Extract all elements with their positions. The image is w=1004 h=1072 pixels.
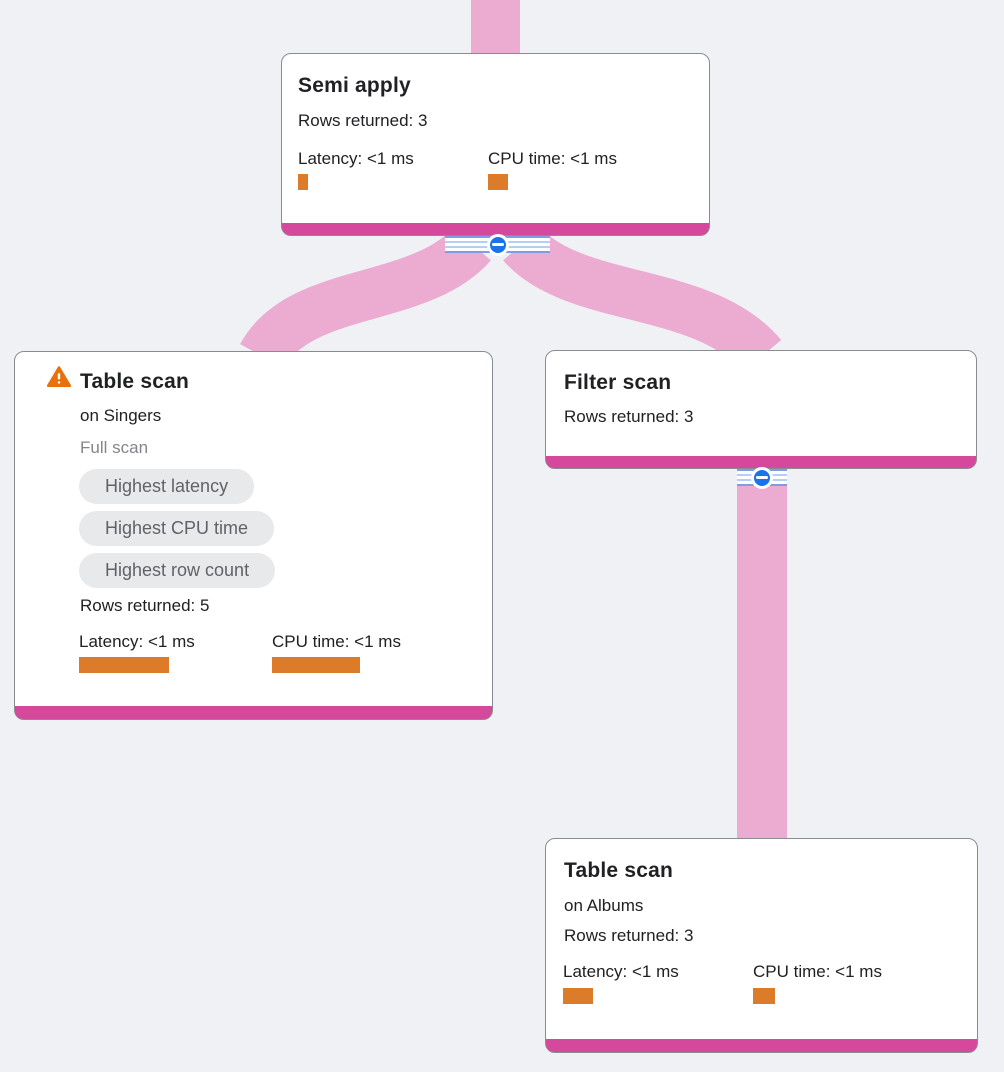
accent-bar <box>282 223 709 235</box>
badge-highest-row-count: Highest row count <box>79 553 276 588</box>
rows-returned: Rows returned: 3 <box>298 111 428 130</box>
cpu-time-label: CPU time: <1 ms <box>272 632 401 651</box>
latency-bar <box>563 988 593 1004</box>
latency-bar <box>298 174 308 190</box>
cpu-time-bar <box>753 988 775 1004</box>
badge-highest-latency: Highest latency <box>79 469 255 504</box>
collapse-circle <box>751 466 773 489</box>
plan-node-semi-apply[interactable]: Semi apply Rows returned: 3 Latency: <1 … <box>281 53 710 236</box>
node-title: Table scan <box>80 370 189 393</box>
node-subtitle: on Singers <box>80 406 162 425</box>
cpu-time-bar <box>488 174 508 190</box>
warning-icon <box>47 366 71 387</box>
plan-node-table-scan-singers[interactable]: Table scan on Singers Full scan Highest … <box>14 351 493 720</box>
node-title: Table scan <box>564 859 673 882</box>
accent-bar <box>15 706 492 719</box>
accent-bar <box>546 456 976 468</box>
latency-label: Latency: <1 ms <box>563 962 679 981</box>
node-subtitle: on Albums <box>564 896 644 915</box>
rows-returned: Rows returned: 5 <box>80 596 210 615</box>
plan-node-table-scan-albums[interactable]: Table scan on Albums Rows returned: 3 La… <box>545 838 978 1053</box>
collapse-button-filter-scan[interactable] <box>737 466 787 489</box>
node-title: Filter scan <box>564 371 672 394</box>
accent-bar <box>546 1039 977 1052</box>
minus-icon <box>756 476 768 479</box>
latency-label: Latency: <1 ms <box>79 632 195 651</box>
edge-semi-apply-to-filter-scan <box>503 226 782 374</box>
cpu-time-label: CPU time: <1 ms <box>753 962 882 981</box>
node-title: Semi apply <box>298 74 411 97</box>
collapse-circle <box>486 233 509 256</box>
cpu-time-label: CPU time: <1 ms <box>488 149 617 168</box>
badge-highest-cpu-time: Highest CPU time <box>79 511 275 546</box>
rows-returned: Rows returned: 3 <box>564 926 694 945</box>
edge-semi-apply-to-table-scan-singers <box>240 226 491 370</box>
plan-node-filter-scan[interactable]: Filter scan Rows returned: 3 <box>545 350 977 469</box>
latency-label: Latency: <1 ms <box>298 149 414 168</box>
minus-icon <box>491 243 504 246</box>
cpu-time-bar <box>272 657 360 673</box>
rows-returned: Rows returned: 3 <box>564 407 694 426</box>
scan-type-label: Full scan <box>80 438 149 457</box>
latency-bar <box>79 657 169 673</box>
collapse-button-semi-apply[interactable] <box>445 233 550 256</box>
